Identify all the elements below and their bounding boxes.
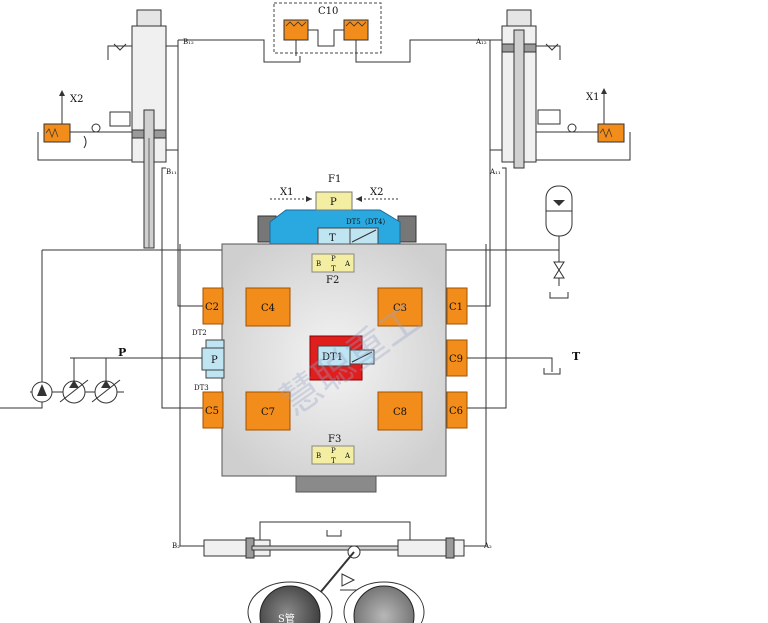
svg-text:C4: C4 [261, 303, 275, 314]
cartridge-c5: C5 [202, 391, 224, 429]
accumulator [545, 185, 573, 299]
svg-text:C8: C8 [393, 407, 407, 418]
left-main-cylinder [131, 9, 167, 249]
f2-port-t: T [331, 265, 336, 273]
pump-p-label: P [118, 346, 126, 359]
s-pipe-circle: S管 [247, 581, 333, 623]
svg-text:C9: C9 [449, 354, 463, 365]
b11-label: B₁₁ [166, 168, 177, 176]
f3-port-p: P [331, 447, 336, 455]
a12-label: A₁₂ [475, 38, 487, 46]
dt1-solenoid-block: DT1 [309, 335, 375, 381]
f1-label: F1 [328, 174, 341, 185]
f2-port-a: A [344, 260, 351, 268]
b12-label: B₁₂ [183, 38, 194, 46]
f3-port-t: T [331, 457, 336, 465]
svg-text:C5: C5 [205, 406, 219, 417]
b2-label: B₂ [172, 542, 180, 550]
tank-t-label: T [572, 350, 581, 363]
f2-label: F2 [326, 275, 339, 286]
f3-port-box: F3 B P A T [311, 434, 355, 465]
right-x-label: X1 [586, 92, 599, 103]
svg-text:C7: C7 [261, 407, 275, 418]
c10-dashed-box [273, 2, 382, 54]
f1-valve-block: F1 P X1 X2 T DT5（DT4） [257, 174, 417, 245]
f1-x1-label: X1 [280, 187, 293, 198]
cartridge-c6: C6 [446, 391, 468, 429]
right-pilot-valve-group: X1 [536, 43, 631, 161]
c10-label: C10 [318, 6, 338, 17]
f2-port-p: P [331, 255, 336, 263]
a2-label: A₂ [483, 542, 492, 550]
cartridge-c7: C7 [245, 391, 291, 431]
dt1-label: DT1 [322, 352, 343, 363]
svg-text:C2: C2 [205, 302, 219, 313]
dt-port-p: P [211, 355, 218, 366]
s-pipe-label: S管 [278, 612, 295, 623]
cartridge-c4: C4 [245, 287, 291, 327]
dt2-dt3-valve: DT2 P DT3 [192, 329, 225, 392]
dt3-label: DT3 [194, 384, 209, 392]
f3-port-b: B [316, 452, 321, 460]
f3-port-a: A [344, 452, 351, 460]
f2-port-box: B P A T F2 [311, 253, 355, 286]
cartridge-c3: C3 [377, 287, 423, 327]
cartridge-c1: C1 [446, 287, 468, 325]
svg-text:C3: C3 [393, 303, 407, 314]
dt2-label: DT2 [192, 329, 207, 337]
manifold-base [295, 475, 377, 493]
a11-label: A₁₁ [489, 168, 501, 176]
cartridge-c9: C9 [446, 339, 468, 377]
svg-text:C6: C6 [449, 406, 463, 417]
bottom-horizontal-cylinder [203, 521, 465, 559]
c10-valve-group: C10 [273, 2, 382, 56]
right-main-cylinder [501, 9, 537, 169]
pump-group [30, 358, 124, 404]
f1-port-t: T [329, 233, 336, 244]
f1-port-p: P [330, 197, 337, 208]
svg-text:C1: C1 [449, 302, 463, 313]
concrete-cylinder-circle [343, 581, 425, 623]
c10-left-valve [283, 19, 309, 41]
c10-right-valve [343, 19, 369, 41]
f3-label: F3 [328, 434, 341, 445]
f2-port-b: B [316, 260, 321, 268]
dt5-label: DT5（DT4） [346, 218, 389, 226]
f1-x2-label: X2 [370, 187, 383, 198]
left-x-label: X2 [70, 94, 83, 105]
cartridge-c2: C2 [202, 287, 224, 325]
left-pilot-valve-group: X2 [37, 43, 132, 161]
cartridge-c8: C8 [377, 391, 423, 431]
